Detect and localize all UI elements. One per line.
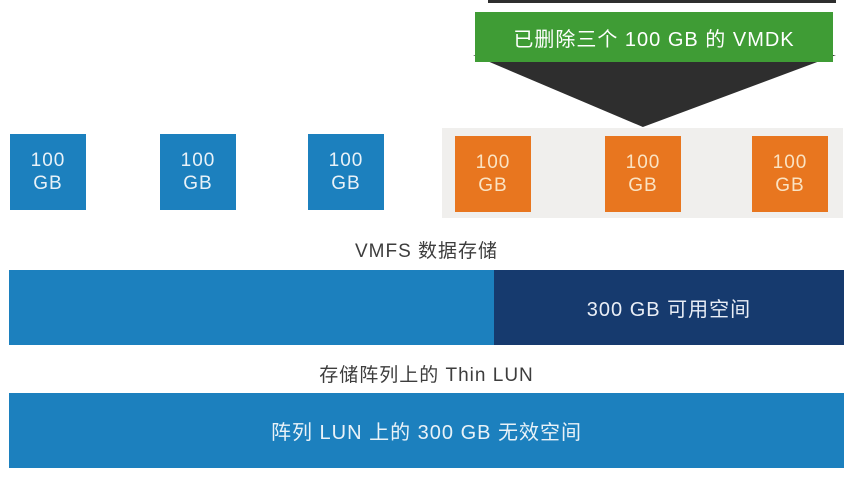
vmfs-datastore-bar: 300 GB 可用空间	[9, 270, 844, 345]
vmdk-size-unit: GB	[183, 173, 213, 194]
vmdk-deleted-2: 100 GB	[605, 136, 681, 212]
vmdk-size-unit: GB	[775, 175, 805, 196]
vmfs-used-segment	[9, 270, 494, 345]
deleted-vmdk-callout: 已删除三个 100 GB 的 VMDK	[475, 12, 833, 62]
vmdk-deleted-1: 100 GB	[455, 136, 531, 212]
callout-down-arrow	[473, 55, 836, 127]
vmdk-active-2: 100 GB	[160, 134, 236, 210]
vmdk-active-3: 100 GB	[308, 134, 384, 210]
vmdk-size-value: 100	[625, 152, 661, 173]
dead-space-label: 阵列 LUN 上的 300 GB 无效空间	[270, 422, 583, 444]
deleted-vmdk-callout-label: 已删除三个 100 GB 的 VMDK	[513, 28, 795, 51]
callout-ribbon-top	[488, 0, 836, 3]
vmdk-size-unit: GB	[478, 175, 508, 196]
vmdk-size-value: 100	[328, 150, 364, 171]
vmfs-datastore-caption: VMFS 数据存储	[354, 241, 499, 262]
free-space-label: 300 GB 可用空间	[586, 299, 752, 321]
vmdk-size-unit: GB	[331, 173, 361, 194]
vmdk-size-unit: GB	[628, 175, 658, 196]
thin-lun-bar: 阵列 LUN 上的 300 GB 无效空间	[9, 393, 844, 468]
vmdk-active-1: 100 GB	[10, 134, 86, 210]
thin-lun-caption: 存储阵列上的 Thin LUN	[319, 365, 534, 386]
vmdk-size-value: 100	[180, 150, 216, 171]
vmdk-size-value: 100	[30, 150, 66, 171]
vmfs-free-segment: 300 GB 可用空间	[494, 270, 844, 345]
deleted-vmdk-panel: 100 GB 100 GB 100 GB	[442, 128, 843, 218]
vmdk-size-unit: GB	[33, 173, 63, 194]
vmdk-size-value: 100	[772, 152, 808, 173]
vmdk-deleted-3: 100 GB	[752, 136, 828, 212]
vmdk-size-value: 100	[475, 152, 511, 173]
